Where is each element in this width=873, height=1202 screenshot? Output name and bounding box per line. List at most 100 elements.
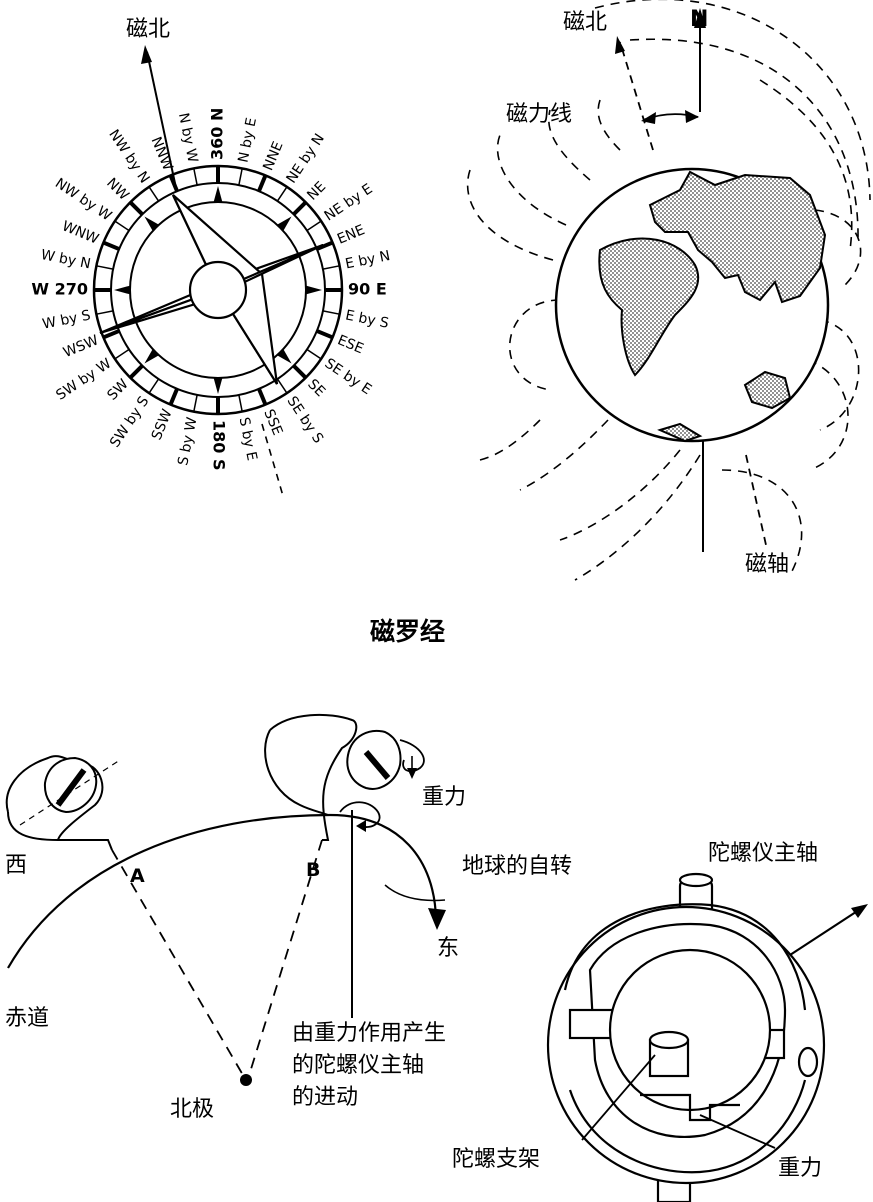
compass-point-label: NNE: [260, 139, 286, 173]
compass-point-label: 360 N: [208, 108, 227, 160]
compass-scale-tick: [306, 348, 322, 360]
compass-point-label: N by W: [175, 112, 201, 165]
figure-title: 磁罗经: [370, 617, 445, 646]
compass-magnetic-north-label: 磁北: [126, 17, 170, 42]
compass-point-label: SE: [304, 376, 328, 400]
bracket-label: 陀螺支架: [452, 1147, 540, 1172]
gyro-precession-diagram: 西 A B 重力 地球的自转 东 赤道 北极 由重力作用产生 的陀螺仪主轴 的进…: [5, 713, 572, 1122]
arrowhead-icon: [141, 45, 152, 64]
arrowhead-icon: [356, 820, 366, 832]
gyro-a-axis: [19, 759, 121, 826]
compass-outer-ring: [92, 164, 344, 416]
east-arrowhead-icon: [428, 908, 446, 930]
compass-point-label: SSW: [149, 407, 176, 442]
compass-point-label: N by E: [236, 116, 261, 164]
gyroscope-detail: [546, 872, 868, 1202]
compass-point-label: E by S: [344, 308, 390, 332]
compass-point-label: W by S: [41, 307, 92, 332]
compass-scale-tick: [322, 265, 340, 270]
gyro-b-outline: [269, 713, 358, 841]
compass-scale-tick: [193, 168, 198, 186]
compass-point-label: WSW: [61, 332, 101, 361]
compass-point-label: ESE: [335, 332, 366, 357]
compass-scale-tick: [114, 220, 130, 232]
magnetic-axis-label: 磁轴: [745, 552, 789, 577]
compass-point-label: SW by W: [53, 355, 114, 403]
true-north-label: N: [690, 7, 708, 32]
equator-arc: [7, 813, 438, 969]
compass-scale-tick: [128, 364, 144, 380]
arrowhead-icon: [851, 904, 868, 918]
gyro-gravity-label: 重力: [422, 785, 466, 810]
compass-scale-tick: [306, 220, 322, 232]
precession-loop-arrow: [339, 801, 381, 828]
compass-point-label: SW: [104, 376, 131, 403]
compass-scale-tick: [148, 186, 160, 202]
earth-diagram: 磁北 N 磁力线 磁轴: [466, 0, 871, 581]
compass-scale-tick: [96, 265, 114, 270]
gyroscope-gravity-label: 重力: [778, 1156, 822, 1181]
continents: [598, 170, 827, 443]
compass-scale-tick: [96, 310, 114, 315]
compass-scale-tick: [102, 329, 120, 340]
compass-scale-tick: [168, 388, 179, 406]
magnetic-axis-north: [619, 41, 654, 151]
earth-magnetic-north-label: 磁北: [563, 10, 607, 35]
arrowhead-icon: [685, 110, 699, 123]
main-axis-label: 陀螺仪主轴: [708, 841, 818, 866]
precession-label-line-2: 的陀螺仪主轴: [292, 1053, 424, 1078]
magnetic-axis-south: [745, 454, 767, 546]
compass-point-marker: [277, 349, 292, 364]
arrowhead-icon: [694, 8, 706, 28]
arrowhead-icon: [641, 112, 656, 124]
gyroscope-gimbal-inner-edge: [563, 903, 807, 1011]
compass-point-label: NW: [103, 175, 132, 204]
compass-hub: [188, 260, 248, 320]
compass-scale-tick: [148, 378, 160, 394]
compass-point-label: W by N: [40, 247, 93, 273]
rotation-leader-line: [384, 884, 446, 902]
compass-scale-tick: [292, 364, 308, 380]
precession-label-line-3: 的进动: [292, 1085, 358, 1110]
bracket-leader-line: [581, 1054, 656, 1141]
compass-point-label: W 270: [31, 280, 88, 299]
compass-middle-ring: [110, 182, 326, 398]
compass-point-label: NW by W: [52, 175, 114, 224]
compass-point-label: E by N: [344, 248, 392, 273]
compass-point-marker: [114, 285, 131, 295]
compass-scale-tick: [276, 378, 288, 394]
pole-to-b-line: [246, 839, 323, 1083]
north-pole-point: [240, 1074, 252, 1086]
compass-point-label: SE by S: [284, 394, 327, 447]
equator-label: 赤道: [5, 1006, 49, 1031]
compass-scale-tick: [257, 174, 268, 192]
main-axis-arrow-line: [789, 907, 863, 956]
compass-scale-tick: [238, 168, 243, 186]
compass-point-label: SSE: [260, 407, 285, 438]
compass-point-label: 90 E: [348, 280, 387, 299]
compass-scale-tick: [322, 310, 340, 315]
compass-point-marker: [144, 216, 159, 231]
north-pole-label: 北极: [170, 1097, 214, 1122]
compass-point-label: WNW: [60, 218, 102, 247]
compass-scale-tick: [316, 329, 334, 340]
precession-label-line-1: 由重力作用产生: [292, 1021, 446, 1046]
compass-scale-tick: [316, 240, 334, 251]
compass-point-label: NE by E: [322, 181, 376, 224]
gyro-b-spin-arrow: [399, 739, 425, 773]
compass-scale-tick: [238, 394, 243, 412]
compass-scale-tick: [276, 186, 288, 202]
compass-scale-tick: [257, 388, 268, 406]
compass-point-marker: [305, 285, 322, 295]
arrowhead-icon: [615, 36, 625, 54]
compass-point-marker: [213, 186, 223, 203]
point-a-label: A: [130, 865, 145, 887]
gyroscope-labels: 陀螺仪主轴 陀螺支架 重力: [452, 841, 822, 1181]
compass-scale: [94, 166, 342, 414]
field-lines-label: 磁力线: [506, 102, 572, 127]
compass-point-label: S by E: [236, 416, 260, 462]
point-b-label: B: [306, 859, 320, 881]
compass-point-label: SE by E: [322, 356, 375, 399]
